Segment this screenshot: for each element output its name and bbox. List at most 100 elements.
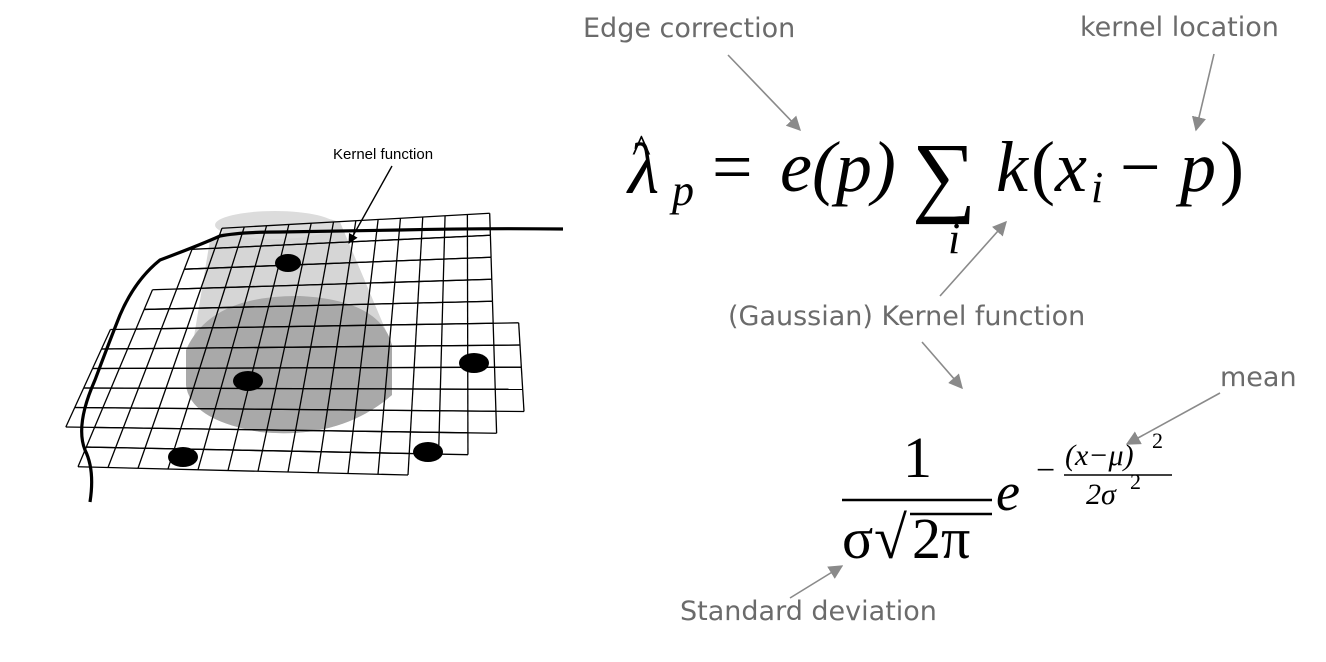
grid-line — [197, 449, 205, 470]
grid-line — [115, 427, 124, 448]
grid-line — [493, 345, 496, 368]
grid-line — [242, 388, 249, 410]
grid-line — [270, 388, 277, 410]
grid-line — [489, 235, 492, 258]
grid-line — [381, 410, 385, 432]
grid-line — [257, 326, 265, 348]
grid-line — [176, 268, 185, 290]
grid-line — [100, 329, 112, 350]
grid-line — [493, 367, 496, 390]
grid-line — [347, 452, 352, 474]
grid-line — [130, 387, 140, 409]
grid-line — [519, 344, 522, 368]
grid-line — [392, 282, 396, 304]
grid-line — [248, 266, 256, 287]
grid-line — [342, 283, 348, 305]
grid-line — [137, 368, 147, 389]
grid-line — [390, 303, 394, 325]
grid-line — [413, 345, 417, 368]
grid-line — [440, 324, 443, 346]
grid-line — [237, 226, 245, 248]
grid-line — [489, 213, 492, 236]
grid-line — [306, 346, 312, 368]
grid-line — [492, 323, 495, 346]
grid-line — [294, 409, 301, 431]
grid-line — [173, 428, 182, 450]
grid-line — [522, 389, 525, 412]
grid-line — [107, 447, 117, 468]
grid-line — [336, 325, 341, 347]
grid-line — [144, 428, 153, 449]
grid-line — [127, 328, 137, 350]
grid-line — [388, 324, 392, 347]
kernel-label-arrow — [348, 165, 393, 244]
grid-line — [379, 431, 383, 453]
exponent-denominator-power: 2 — [1130, 469, 1141, 494]
grid-line — [85, 427, 96, 448]
event-point — [459, 353, 489, 373]
gaussian-kernel-arrow-down — [921, 341, 963, 390]
grid-line — [193, 288, 202, 309]
grid-line — [495, 411, 498, 434]
grid-line — [283, 224, 290, 246]
main-formula: λ ^ p = e(p) ∑ i k ( x i − p ) — [626, 126, 1244, 263]
grid-line — [200, 268, 209, 289]
grid-line — [192, 367, 201, 389]
grid-line — [325, 242, 331, 264]
grid-line — [441, 302, 444, 325]
grid-line — [252, 347, 260, 369]
grid-line — [183, 249, 193, 270]
grid-line — [168, 288, 178, 310]
grid-line — [287, 451, 293, 473]
grid-line — [279, 347, 286, 369]
kernel-location-arrow — [1191, 53, 1215, 132]
grid-line — [306, 223, 312, 245]
grid-line — [329, 367, 335, 389]
grid-line — [199, 347, 207, 369]
grid-line — [237, 306, 245, 328]
grid-line — [359, 346, 364, 368]
grid-line — [191, 234, 491, 250]
grid-line — [369, 261, 374, 284]
grid-line — [367, 282, 372, 305]
gaussian-two-pi: 2π — [912, 506, 970, 571]
grid-line — [203, 428, 211, 450]
grid-line — [409, 410, 413, 433]
grid-line — [144, 300, 493, 311]
grid-line — [74, 387, 85, 408]
grid-line — [518, 322, 521, 346]
sum-index: i — [948, 214, 960, 263]
event-points — [168, 254, 489, 467]
grid-line — [232, 429, 239, 451]
grid-line — [415, 302, 419, 325]
edge-correction-label: Edge correction — [583, 13, 795, 44]
gaussian-base-e: e — [996, 462, 1020, 522]
kernel-open-paren: ( — [1031, 127, 1055, 207]
grid-line — [339, 304, 344, 326]
grid-line — [382, 388, 387, 411]
grid-line — [172, 348, 181, 369]
grid-line — [349, 431, 354, 453]
grid-line — [83, 368, 94, 389]
grid-line — [260, 225, 268, 247]
grid-line — [214, 388, 222, 409]
study-area-grid — [65, 212, 525, 476]
grid-line — [298, 388, 304, 410]
study-area-boundary — [80, 227, 564, 503]
lambda-symbol: λ — [626, 129, 659, 209]
grid-line — [443, 237, 446, 260]
grid-line — [414, 324, 418, 347]
grid-line — [491, 279, 494, 302]
grid-line — [288, 305, 295, 327]
grid-line — [266, 409, 272, 431]
edge-correction-arrow — [727, 54, 801, 132]
kernel-minus: − — [1120, 127, 1161, 207]
grid-line — [225, 347, 233, 369]
grid-line — [417, 281, 420, 304]
event-point — [413, 442, 443, 462]
gaussian-sigma: σ — [842, 506, 873, 571]
exponent-numerator-power: 2 — [1152, 428, 1163, 453]
grid-line — [313, 305, 319, 327]
grid-line — [160, 308, 170, 329]
kernel-close-paren: ) — [1220, 127, 1244, 207]
